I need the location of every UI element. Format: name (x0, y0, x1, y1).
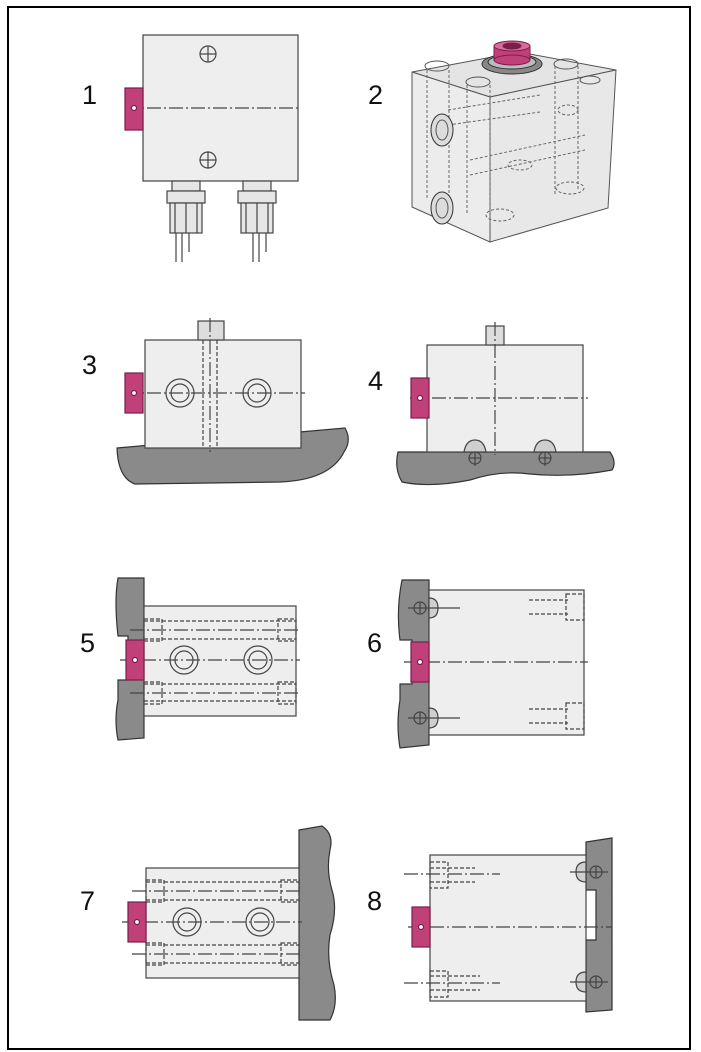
panel-3-drawing (116, 318, 349, 485)
panel-label-7: 7 (80, 886, 96, 916)
panel-2-drawing (411, 40, 617, 243)
panel-8-screw-top (570, 861, 608, 883)
panel-4-drawing (396, 322, 615, 486)
panel-3-top-stud (197, 320, 225, 341)
panel-5-block (143, 605, 297, 717)
panel-8-block (429, 854, 587, 1002)
panel-label-5: 5 (80, 628, 96, 658)
panel-label-4: 4 (368, 366, 384, 396)
panel-1-drawing (124, 34, 300, 262)
panel-2-right-face (489, 69, 617, 243)
panel-label-6: 6 (367, 628, 383, 658)
panel-label-3: 3 (82, 350, 98, 380)
panel-1-fitting-right (237, 180, 277, 262)
panel-8-screw-bottom (570, 971, 608, 993)
panel-6-screw-top (408, 597, 460, 619)
panel-label-2: 2 (368, 80, 384, 110)
panel-3-port-left (165, 378, 195, 408)
panel-7-port-left (172, 907, 202, 937)
panel-5-port-left (169, 645, 199, 675)
panel-8-mounting-plate (585, 837, 613, 1013)
panel-7-block (145, 867, 300, 979)
panel-label-1: 1 (82, 80, 98, 110)
panel-2-port-lower (430, 191, 454, 225)
panel-2-port-upper (430, 113, 454, 147)
panel-3-port-right (242, 378, 272, 408)
panel-5-port-right (243, 645, 273, 675)
panel-2-magenta-nut (493, 40, 531, 66)
panel-3-block (144, 339, 302, 449)
panel-4-mounting-surface (396, 451, 615, 486)
panel-7-drawing (122, 825, 336, 1021)
panel-4-screw-left (463, 439, 487, 466)
panel-8-drawing (404, 837, 613, 1013)
panel-1-fitting-left (166, 180, 206, 262)
panel-4-screw-right (533, 439, 557, 466)
panel-label-8: 8 (367, 886, 383, 916)
panel-5-drawing (115, 577, 300, 741)
panel-6-drawing (397, 579, 588, 749)
panel-7-mounting-plate (298, 825, 336, 1021)
panel-7-port-right (245, 907, 275, 937)
panel-6-screw-bottom (408, 707, 460, 729)
